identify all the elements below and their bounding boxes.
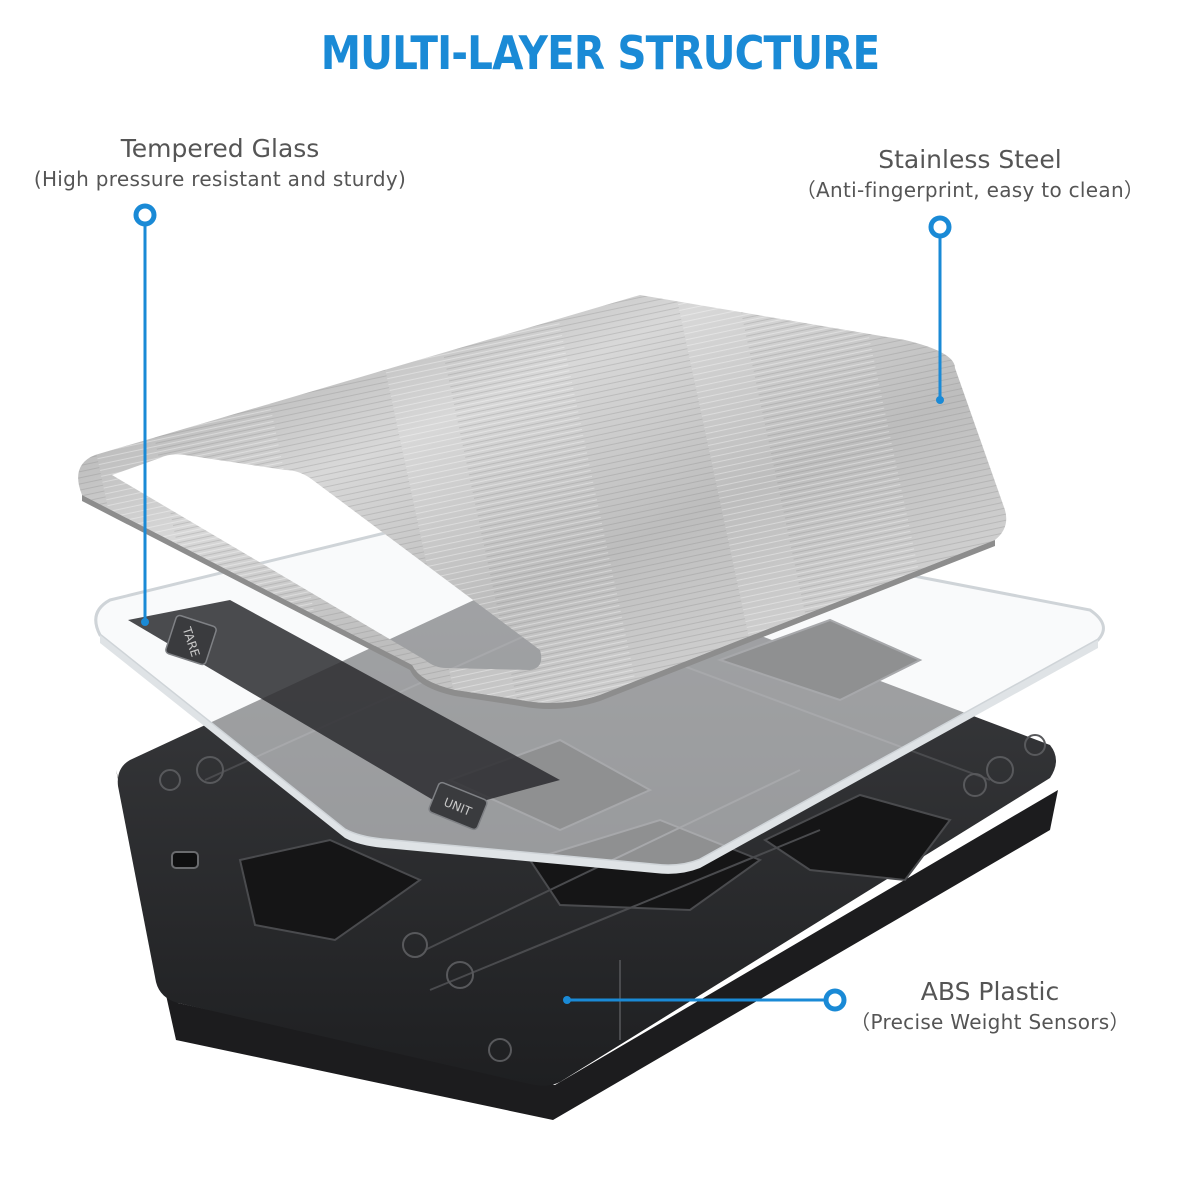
callout-lines — [143, 215, 942, 1002]
plastic-callout-dot — [823, 988, 847, 1012]
callout-markers — [133, 203, 952, 1012]
page-title: MULTI-LAYER STRUCTURE — [320, 26, 880, 80]
steel-desc: （Anti-fingerprint, easy to clean） — [795, 178, 1145, 202]
plastic-desc: （Precise Weight Sensors） — [850, 1010, 1130, 1034]
stainless-steel-plate — [78, 295, 1007, 710]
plastic-label: ABS Plastic （Precise Weight Sensors） — [820, 976, 1160, 1036]
glass-callout-dot — [133, 203, 157, 227]
glass-label: Tempered Glass (High pressure resistant … — [10, 133, 430, 193]
tare-button-graphic: TARE — [165, 614, 217, 666]
plastic-name: ABS Plastic — [920, 977, 1060, 1006]
glass-name: Tempered Glass — [120, 134, 320, 163]
glass-desc: (High pressure resistant and sturdy) — [33, 167, 407, 191]
steel-name: Stainless Steel — [878, 145, 1062, 174]
steel-label: Stainless Steel （Anti-fingerprint, easy … — [770, 144, 1170, 204]
unit-button-graphic: UNIT — [428, 781, 488, 831]
steel-callout-dot — [928, 215, 952, 239]
